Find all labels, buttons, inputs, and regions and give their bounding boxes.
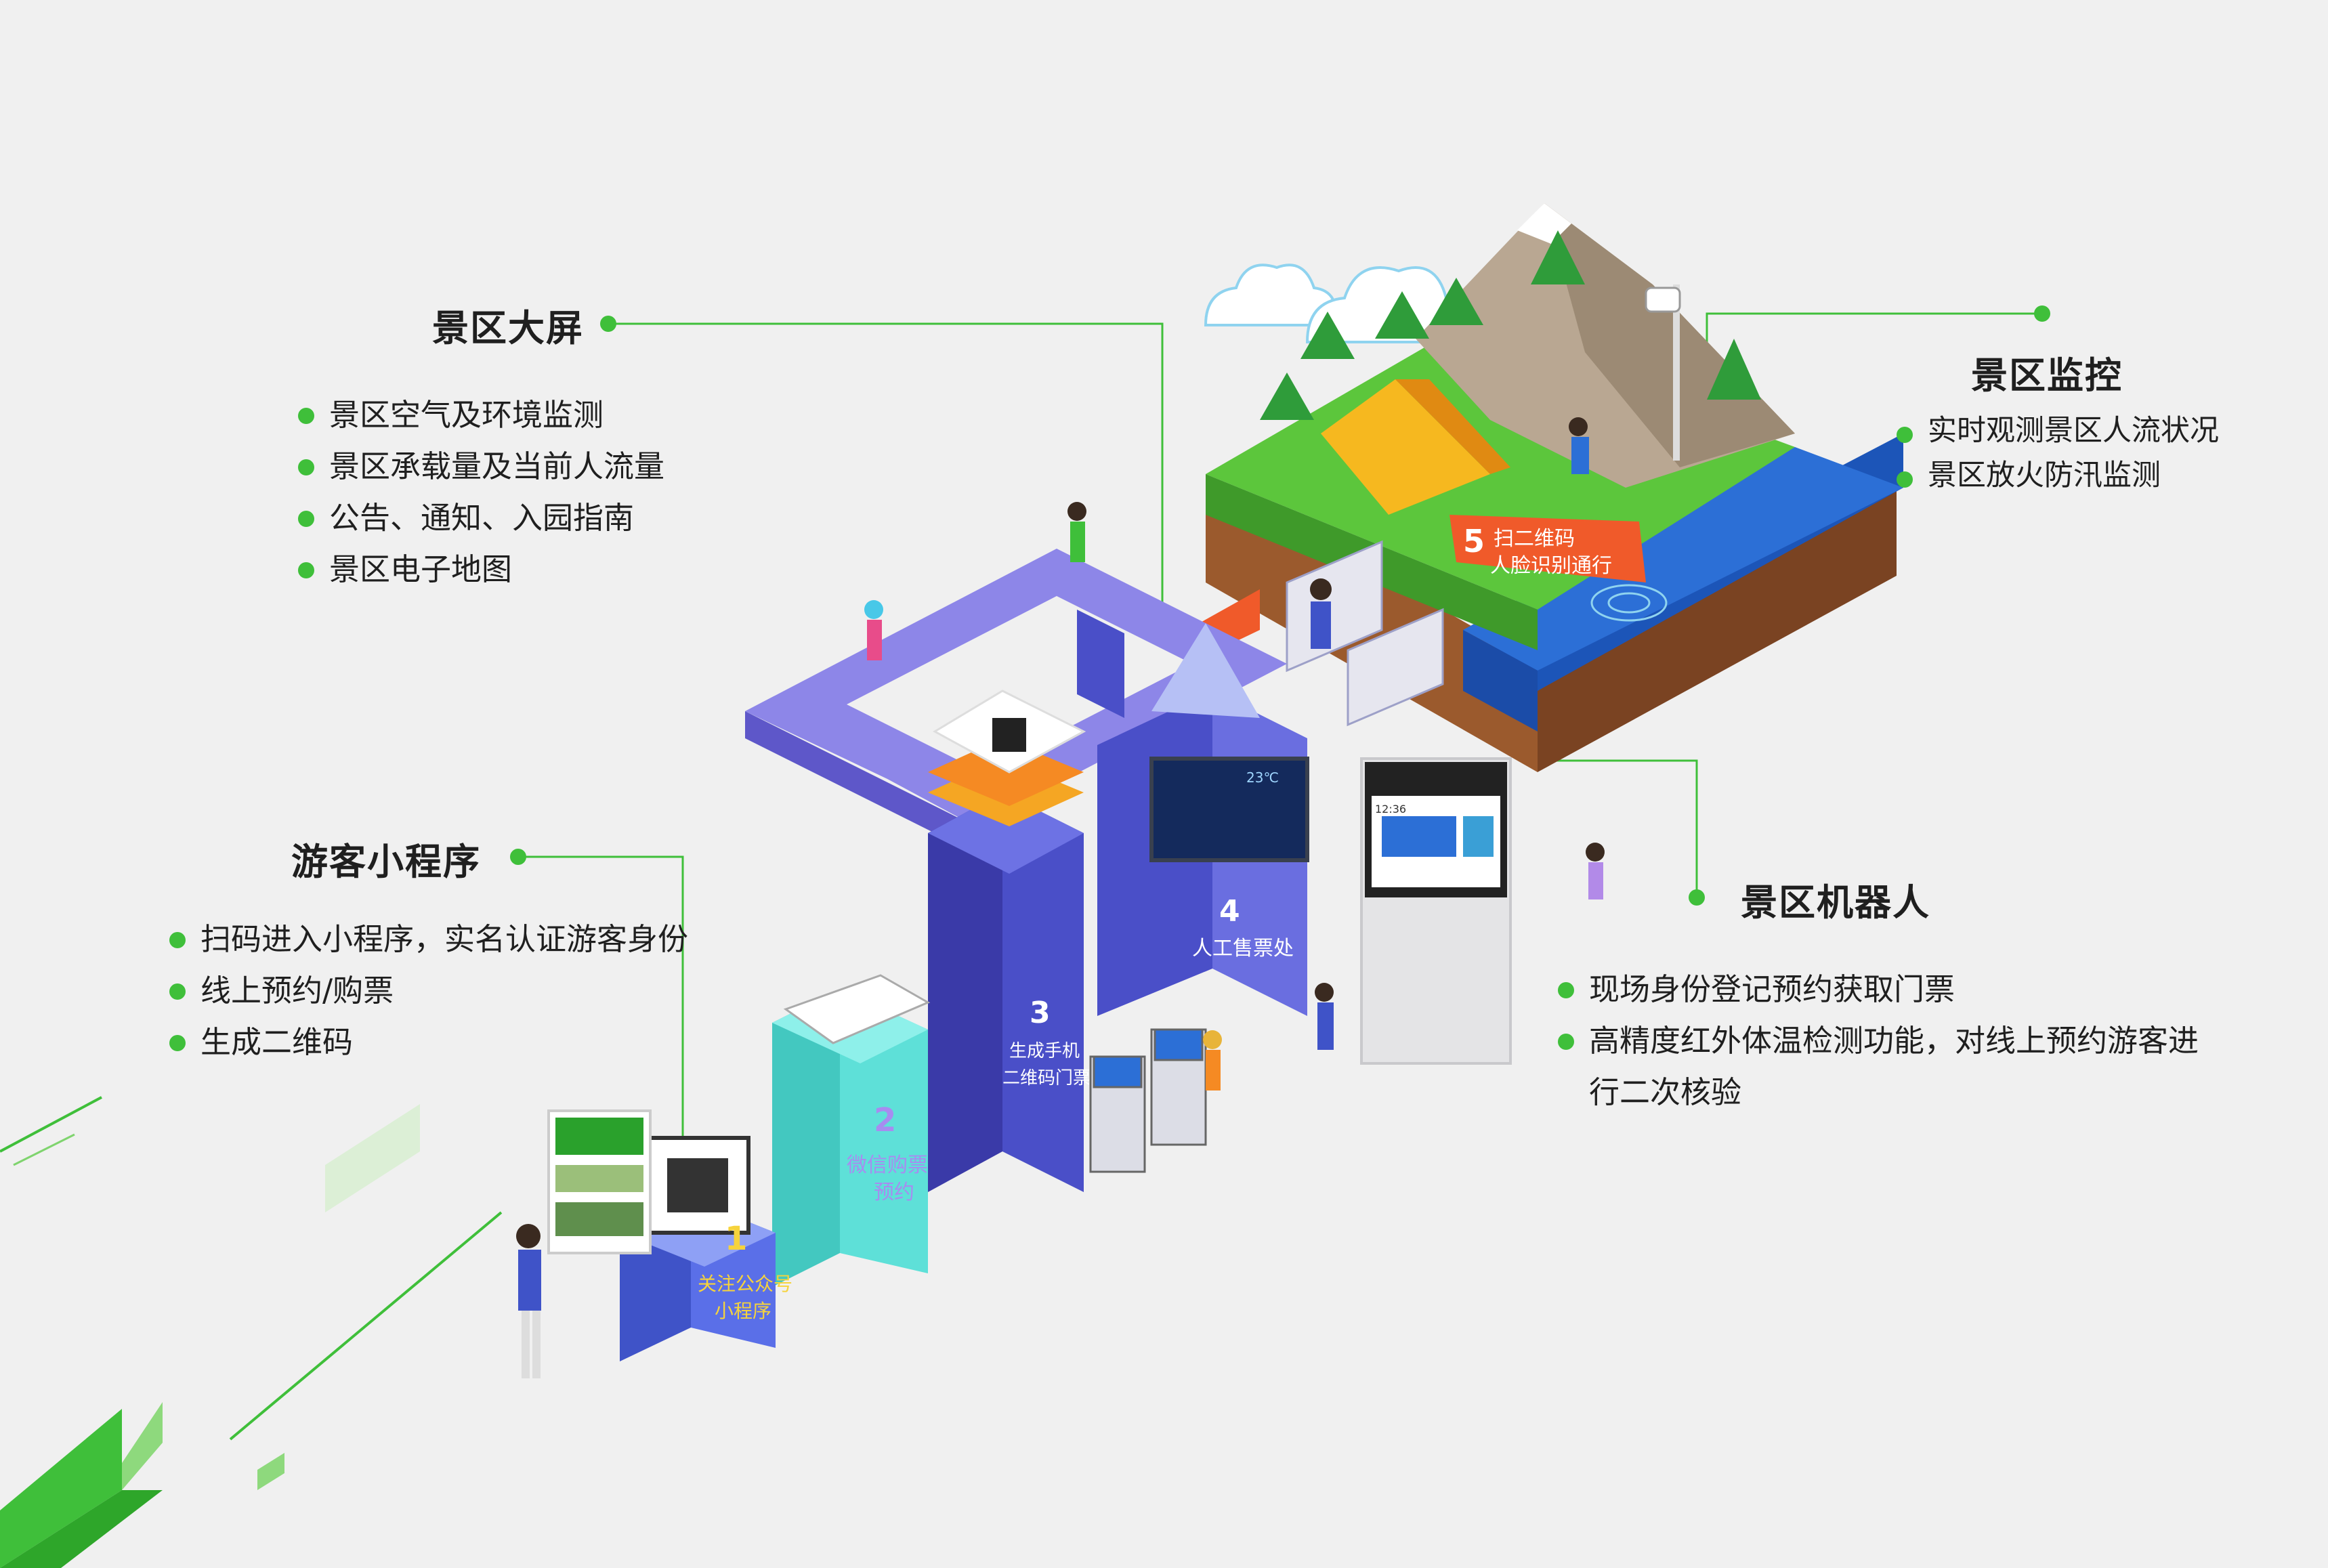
step5-line1: 扫二维码	[1494, 527, 1575, 551]
connector-robot	[1524, 759, 1698, 903]
section-monitor: 景区监控 实时观测景区人流状况 景区放火防汛监测	[1897, 345, 2219, 498]
robot-screen-time: 12:36	[1375, 803, 1406, 815]
step3-tower: 3 生成手机 二维码门票	[928, 792, 1091, 1192]
step2-line2: 预约	[874, 1181, 914, 1204]
mini-program-title: 游客小程序	[291, 841, 481, 883]
robot-list: 现场身份登记预约获取门票 高精度红外体温检测功能，对线上预约游客进行二次核验	[1558, 964, 2222, 1118]
step2-number: 2	[874, 1101, 896, 1139]
monitor-title: 景区监控	[1971, 354, 2123, 397]
list-item: 景区电子地图	[298, 544, 664, 595]
step3-line2: 二维码门票	[1002, 1068, 1091, 1088]
section-mini-program: 游客小程序 扫码进入小程序，实名认证游客身份 线上预约/购票 生成二维码	[169, 832, 688, 1068]
mini-program-list: 扫码进入小程序，实名认证游客身份 线上预约/购票 生成二维码	[169, 914, 688, 1068]
camera-pole	[1673, 284, 1680, 461]
step4-booth: 23℃ 4 人工售票处	[1097, 623, 1309, 1016]
step4-label: 人工售票处	[1192, 937, 1294, 960]
monitor-list: 实时观测景区人流状况 景区放火防汛监测	[1897, 408, 2219, 498]
step1-box: 1 关注公众号 小程序	[620, 1136, 792, 1361]
list-item: 现场身份登记预约获取门票	[1558, 964, 2222, 1015]
step2-line1: 微信购票	[847, 1153, 928, 1177]
self-service-kiosks	[1089, 1028, 1207, 1173]
info-screen	[1149, 757, 1309, 862]
step5-number: 5	[1463, 523, 1485, 559]
step2-kiosk: 2 微信购票 预约	[772, 974, 931, 1287]
step3-number: 3	[1030, 996, 1051, 1030]
list-item: 生成二维码	[169, 1017, 688, 1068]
island	[1173, 203, 1903, 813]
step1-number: 1	[725, 1220, 747, 1258]
phone-card	[547, 1109, 652, 1254]
connector-mini-program	[518, 855, 684, 1151]
list-item: 公告、通知、入园指南	[298, 492, 664, 544]
step4-number: 4	[1219, 894, 1240, 929]
section-robot: 景区机器人 现场身份登记预约获取门票 高精度红外体温检测功能，对线上预约游客进行…	[1558, 872, 2222, 1118]
list-item: 高精度红外体温检测功能，对线上预约游客进行二次核验	[1558, 1015, 2199, 1118]
list-item: 线上预约/购票	[169, 965, 688, 1017]
trees	[1260, 230, 1761, 420]
decor-stripes	[0, 1096, 503, 1568]
big-screen-list: 景区空气及环境监测 景区承载量及当前人流量 公告、通知、入园指南 景区电子地图	[298, 389, 664, 595]
robot-kiosk: 12:36	[1360, 757, 1512, 1065]
robot-title: 景区机器人	[1741, 881, 1930, 924]
people	[516, 417, 1605, 1378]
qr-card	[928, 690, 1086, 826]
list-item: 扫码进入小程序，实名认证游客身份	[169, 914, 688, 965]
step1-line2: 小程序	[715, 1300, 771, 1322]
screen-temp: 23℃	[1246, 769, 1279, 786]
step5-banner: 5 扫二维码 人脸识别通行	[1449, 515, 1646, 582]
list-item: 景区放火防汛监测	[1897, 453, 2219, 498]
list-item: 景区承载量及当前人流量	[298, 441, 664, 492]
step1-line1: 关注公众号	[698, 1273, 792, 1295]
step5-line2: 人脸识别通行	[1490, 554, 1612, 578]
tent	[1321, 379, 1490, 515]
section-big-screen: 景区大屏 景区空气及环境监测 景区承载量及当前人流量 公告、通知、入园指南 景区…	[298, 298, 664, 595]
big-screen-title: 景区大屏	[432, 307, 584, 349]
list-item: 实时观测景区人流状况	[1897, 408, 2219, 453]
purple-path	[745, 549, 1287, 853]
list-item: 景区空气及环境监测	[298, 389, 664, 441]
step3-line1: 生成手机	[1009, 1041, 1080, 1061]
